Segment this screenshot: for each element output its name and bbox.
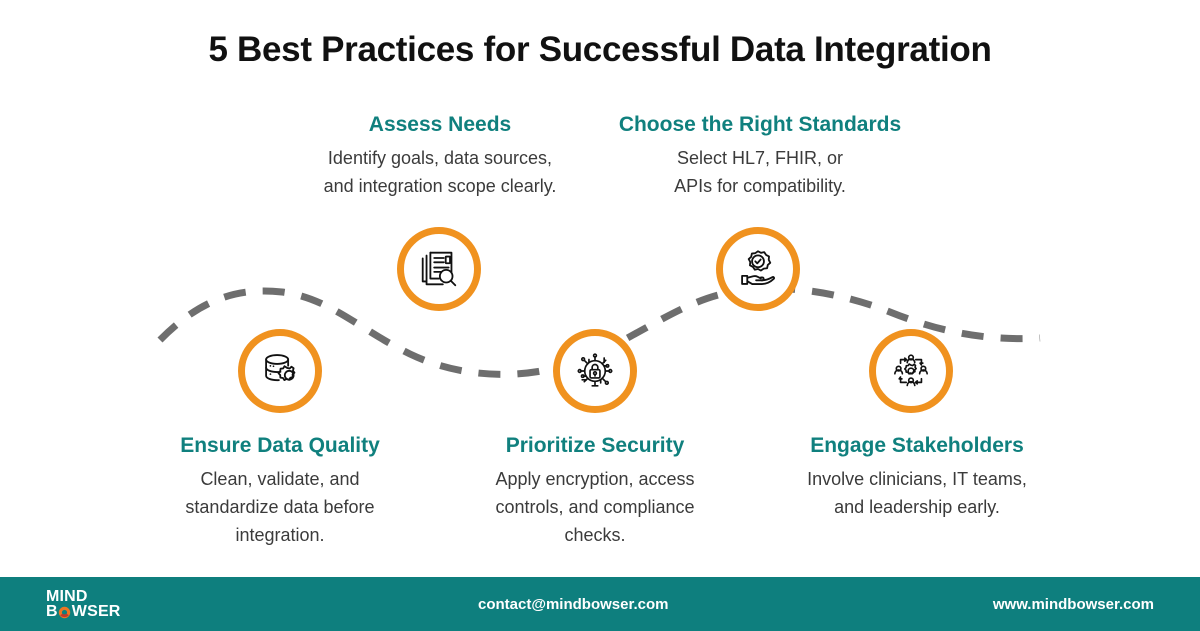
practice-text-assess-needs: Assess Needs Identify goals, data source… [245,112,635,201]
mindbowser-logo[interactable]: MIND B WSER [46,589,166,623]
practice-icon-assess-needs [397,227,481,311]
description-line: checks. [564,525,626,546]
practice-text-prioritize-security: Prioritize Security Apply encryption, ac… [415,433,775,550]
practice-heading: Ensure Data Quality [180,434,380,457]
practice-icon-prioritize-security [553,329,637,413]
practice-description: Identify goals, data sources, and integr… [245,145,635,201]
practice-description: Involve clinicians, IT teams, and leader… [732,466,1102,522]
footer-website[interactable]: www.mindbowser.com [992,596,1154,613]
description-line: standardize data before [185,497,375,518]
practice-text-choose-standards: Choose the Right Standards Select HL7, F… [565,112,955,201]
practice-text-ensure-data-quality: Ensure Data Quality Clean, validate, and… [100,433,460,550]
cyber-lock-icon [573,349,617,393]
practice-heading: Assess Needs [368,113,512,136]
practice-description: Apply encryption, access controls, and c… [415,466,775,550]
logo-text-mind: MIND [46,588,88,605]
description-line: Select HL7, FHIR, or [676,148,844,169]
description-line: integration. [235,525,325,546]
description-line: and integration scope clearly. [323,176,557,197]
description-line: Identify goals, data sources, [327,148,553,169]
practice-icon-engage-stakeholders [869,329,953,413]
description-line: controls, and compliance [495,497,695,518]
logo-text-b: B [46,603,58,620]
practice-heading: Prioritize Security [505,434,685,457]
hand-certificate-icon [735,246,781,292]
practice-text-engage-stakeholders: Engage Stakeholders Involve clinicians, … [732,433,1102,522]
description-line: and leadership early. [834,497,1000,518]
description-line: Clean, validate, and [200,469,360,490]
page-title: 5 Best Practices for Successful Data Int… [208,30,992,69]
stakeholders-network-icon [889,349,933,393]
logo-text-wser: WSER [71,603,121,620]
practice-icon-choose-standards [716,227,800,311]
practice-description: Clean, validate, and standardize data be… [100,466,460,550]
practice-description: Select HL7, FHIR, or APIs for compatibil… [565,145,955,201]
description-line: Involve clinicians, IT teams, [807,469,1027,490]
description-line: APIs for compatibility. [674,176,846,197]
logo-text-bowser-row: B WSER [46,603,166,620]
logo-o-mark-icon [58,606,71,619]
description-line: Apply encryption, access [495,469,695,490]
practice-heading: Choose the Right Standards [618,113,902,136]
document-search-icon [416,246,462,292]
practice-icon-ensure-data-quality [238,329,322,413]
footer-email[interactable]: contact@mindbowser.com [478,596,669,613]
database-gear-icon [257,348,303,394]
footer-bar: MIND B WSER contact@mindbowser.com www.m… [0,577,1200,631]
practice-heading: Engage Stakeholders [810,434,1024,457]
